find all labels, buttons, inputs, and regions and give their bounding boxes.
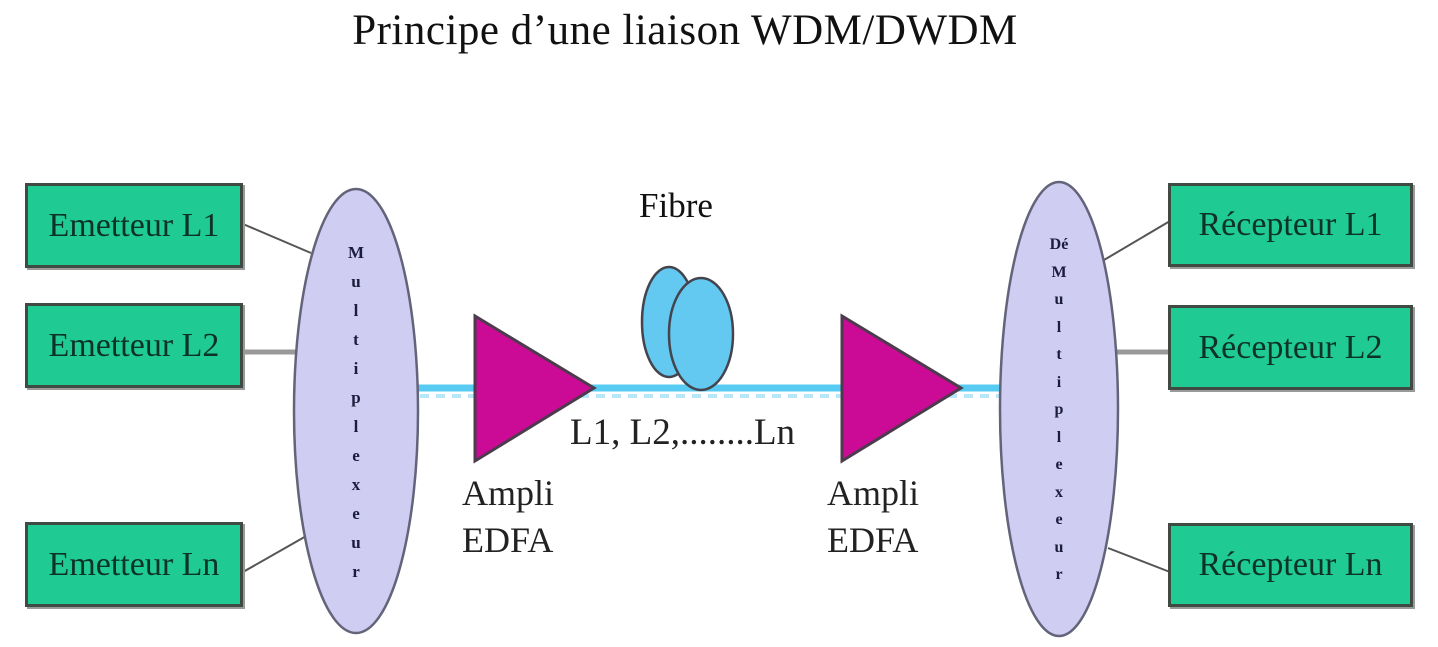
connector-recepteur-l1 [1103, 220, 1171, 261]
connector-emetteur-ln [242, 534, 309, 573]
diagram-title: Principe d’une liaison WDM/DWDM [352, 7, 1018, 54]
fiber-coil-front-icon [667, 276, 735, 392]
emetteur-ln-label: Emetteur Ln [48, 545, 220, 583]
recepteur-ln-label: Récepteur Ln [1198, 546, 1383, 583]
fibre-label: Fibre [639, 186, 713, 225]
emetteur-ln-box: Emetteur Ln [25, 522, 243, 607]
recepteur-l2-box: Récepteur L2 [1168, 305, 1413, 390]
connector-recepteur-ln [1107, 547, 1171, 573]
recepteur-l2-label: Récepteur L2 [1198, 328, 1383, 366]
recepteur-l1-box: Récepteur L1 [1168, 183, 1413, 267]
recepteur-ln-box: Récepteur Ln [1168, 523, 1413, 607]
emetteur-l1-box: Emetteur L1 [25, 183, 243, 268]
connector-emetteur-l1 [242, 223, 312, 254]
wavelengths-label: L1, L2,........Ln [570, 412, 796, 453]
edfa-amplifier-triangle-left [473, 313, 597, 464]
ampli-edfa-label-right: Ampli EDFA [827, 473, 920, 560]
demultiplexer-ellipse [998, 180, 1120, 638]
multiplexer-ellipse [292, 187, 420, 635]
ampli-edfa-label-left: Ampli EDFA [462, 473, 555, 560]
demultiplexer-label: Dé M u l t i p l e x e u r [1049, 236, 1069, 583]
emetteur-l2-label: Emetteur L2 [48, 326, 220, 364]
edfa-amplifier-triangle-right [840, 313, 964, 464]
recepteur-l1-label: Récepteur L1 [1198, 206, 1383, 243]
emetteur-l1-label: Emetteur L1 [48, 206, 220, 244]
multiplexer-label: M u l t i p l e x e u r [347, 243, 365, 581]
emetteur-l2-box: Emetteur L2 [25, 303, 243, 388]
